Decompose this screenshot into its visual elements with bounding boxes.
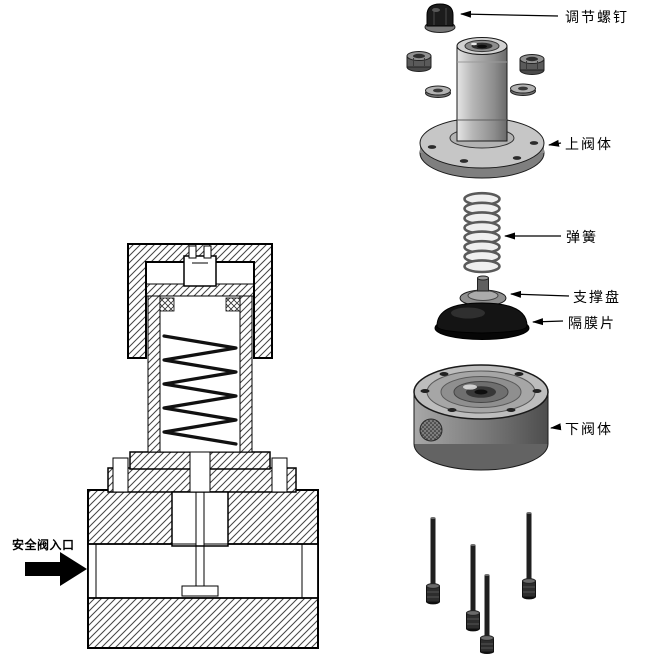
section-plug <box>181 585 219 597</box>
diaphragm-part <box>434 302 530 340</box>
section-stem-housing <box>189 451 211 493</box>
label-diaphragm: 隔膜片 <box>568 316 616 332</box>
label-upper-body: 上阀体 <box>565 137 613 153</box>
flange-bolt-hole <box>427 145 437 149</box>
label-adjust-screw: 调节螺钉 <box>565 10 629 26</box>
section-bonnet-wall-right <box>239 295 253 453</box>
arrow-support-disc <box>510 290 570 298</box>
flange-bolt-hole <box>512 156 522 160</box>
hex-nut-right <box>519 54 545 75</box>
cross-section-view <box>87 243 319 649</box>
section-bolt-left <box>112 457 129 493</box>
callout-arrows <box>460 10 570 431</box>
body-bolt-hole <box>506 408 516 412</box>
section-adjust-screw <box>183 255 217 287</box>
exploded-view <box>406 3 549 654</box>
section-adjust-screw-tab <box>188 245 197 259</box>
flange-bolt-hole <box>459 159 469 163</box>
body-bolt-hole <box>514 372 524 376</box>
label-spring: 弹簧 <box>566 230 598 246</box>
washer-left <box>425 85 451 98</box>
section-spring-seat-right <box>225 297 241 312</box>
hex-nut-left <box>406 51 432 72</box>
flange-bolt-hole <box>529 141 539 145</box>
arrow-lower-body <box>550 423 562 431</box>
lower-valve-body-part <box>413 364 549 471</box>
upper-valve-body-part <box>419 37 545 179</box>
bolt <box>480 574 494 654</box>
body-bolt-hole <box>447 408 457 412</box>
section-vertical-passage <box>171 491 229 547</box>
spring-part <box>463 191 501 274</box>
bolts <box>426 512 536 654</box>
body-bolt-hole <box>420 389 430 393</box>
arrow-upper-body <box>548 139 562 147</box>
arrow-diaphragm <box>532 318 564 326</box>
bolt <box>466 544 480 632</box>
section-cap <box>127 243 273 359</box>
bolt <box>426 517 440 605</box>
section-bonnet-wall-left <box>147 295 161 453</box>
section-spring <box>162 334 238 446</box>
cap-nut-part <box>424 3 456 33</box>
section-spring-seat-left <box>159 297 175 312</box>
section-adjust-screw-tab <box>203 245 212 259</box>
label-support-disc: 支撑盘 <box>573 290 621 306</box>
bolt <box>522 512 536 600</box>
body-bolt-hole <box>439 372 449 376</box>
label-inlet: 安全阀入口 <box>12 538 75 552</box>
inlet-arrow-icon <box>25 552 87 586</box>
side-port-mesh <box>419 418 443 442</box>
arrow-adjust-screw <box>460 10 559 18</box>
support-disc-part <box>459 275 507 307</box>
label-lower-body: 下阀体 <box>565 422 613 438</box>
washer-right <box>510 83 536 96</box>
section-bolt-right <box>271 457 288 493</box>
body-bolt-hole <box>532 389 542 393</box>
